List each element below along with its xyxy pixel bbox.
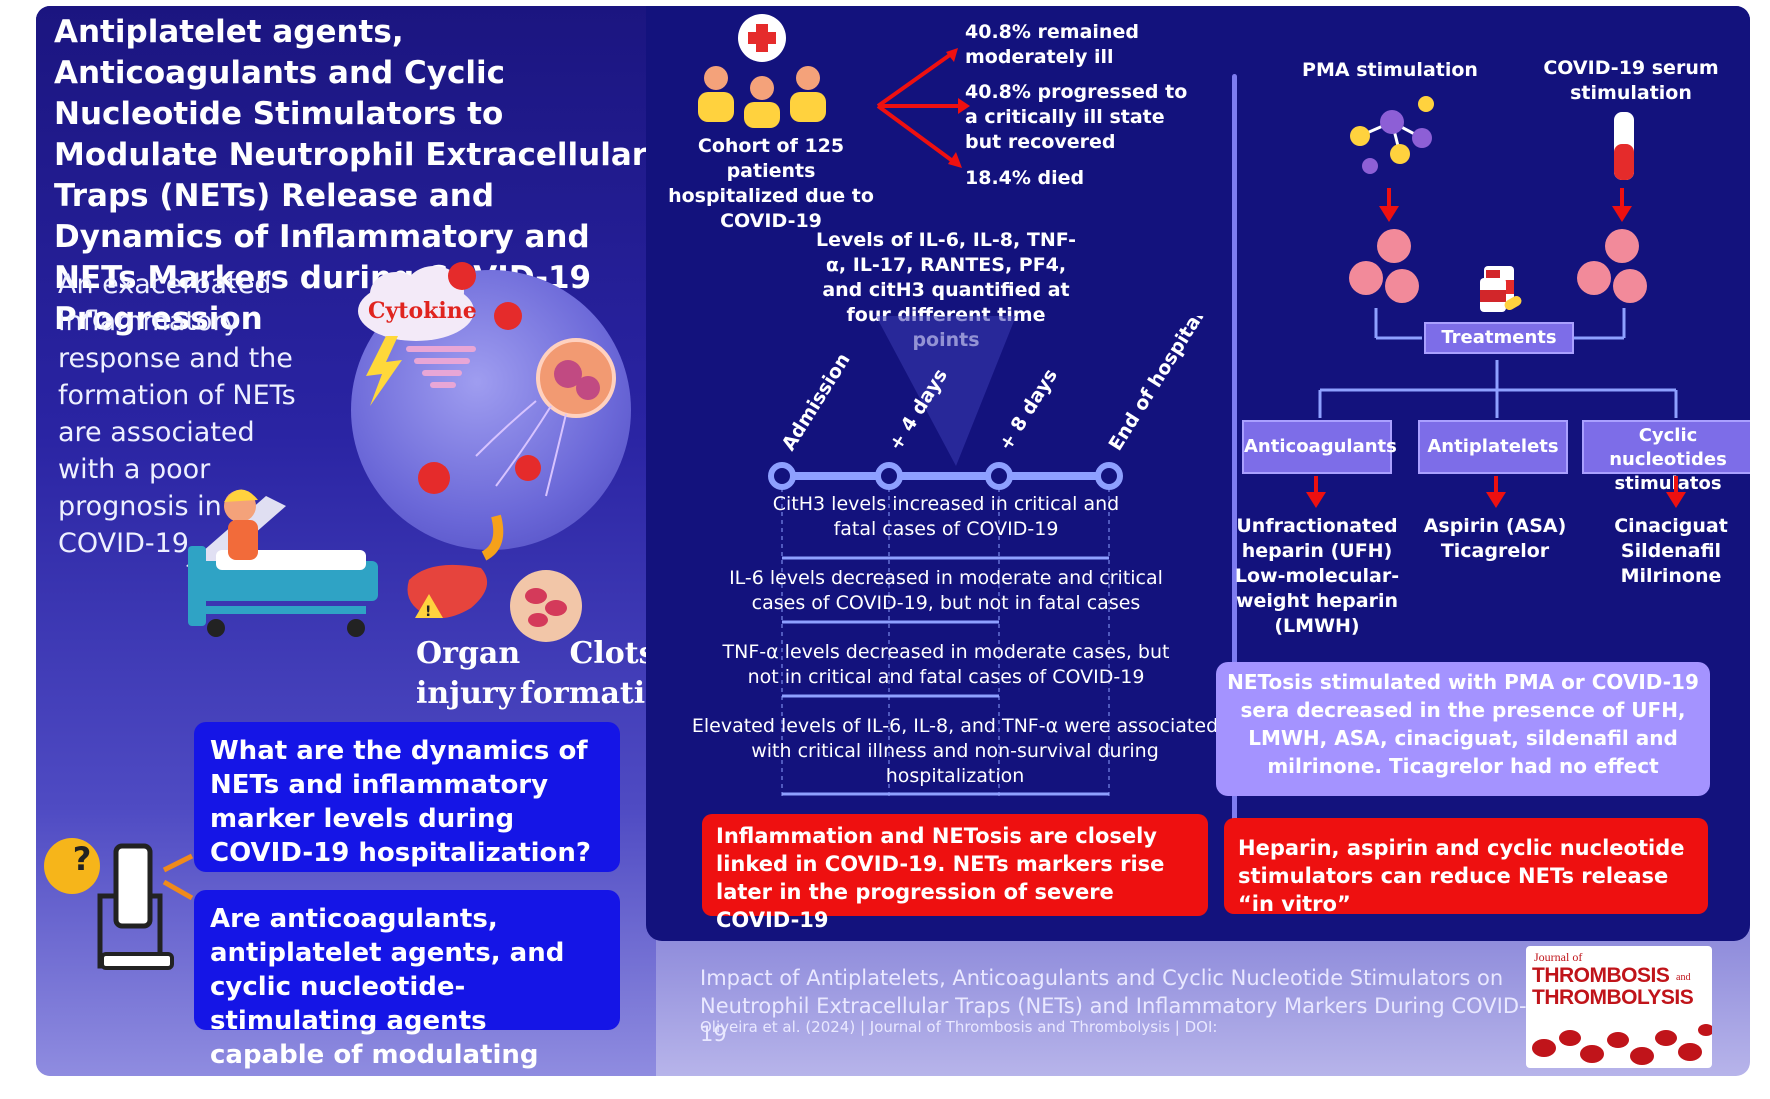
blood-cells-icon <box>1532 1024 1712 1065</box>
category-antiplatelets: Antiplatelets <box>1418 420 1568 474</box>
category-cyclic-nucleotides: Cyclic nucleotides stimulatos <box>1582 420 1750 494</box>
timepoint-4-days <box>875 462 903 490</box>
panel-divider <box>1232 74 1237 890</box>
list-item: Sildenafil <box>1620 540 1722 562</box>
list-item: Ticagrelor <box>1440 540 1550 562</box>
timepoint-label-admission: Admission <box>778 349 855 454</box>
organ-injury-label: Organ injury <box>416 634 520 714</box>
list-item: Unfractionated heparin (UFH) <box>1236 515 1398 562</box>
cyclic-nucleotide-list: Cinaciguat Sildenafil Milrinone <box>1596 514 1746 589</box>
cloud-icon <box>358 266 474 341</box>
curved-arrow-icon <box>481 514 504 561</box>
timepoint-end <box>1095 462 1123 490</box>
serum-stimulation-label: COVID-19 serum stimulation <box>1543 57 1719 104</box>
svg-text:!: ! <box>425 604 431 620</box>
question-mark: ? <box>72 840 92 878</box>
list-item: Aspirin (ASA) <box>1423 515 1567 537</box>
journal-line-4: THROMBOLYSIS <box>1532 986 1694 1009</box>
left-panel: Antiplatelet agents, Anticoagulants and … <box>36 6 687 1076</box>
footer-title: Impact of Antiplatelets, Anticoagulants … <box>700 966 1527 1046</box>
virus-icons <box>418 262 541 494</box>
question-box-dynamics: What are the dynamics of NETs and inflam… <box>194 722 620 872</box>
conclusion-right-box: Heparin, aspirin and cyclic nucleotide s… <box>1224 818 1708 916</box>
intro-text: An exacerbated inflammatory response and… <box>58 269 296 559</box>
microscope-icon <box>44 838 194 970</box>
treatments-label: Treatments <box>1424 322 1574 354</box>
finding-il6: IL-6 levels decreased in moderate and cr… <box>729 567 1163 614</box>
category-anticoagulants: Anticoagulants <box>1242 420 1397 474</box>
liver-icon: ! <box>407 564 488 620</box>
journal-logo: Journal of THROMBOSIS and THROMBOLYSIS <box>1526 946 1712 1068</box>
list-item: Milrinone <box>1620 565 1722 587</box>
medicine-bottle-icon <box>1480 270 1522 312</box>
list-item: Low-molecular-weight heparin (LMWH) <box>1234 565 1400 637</box>
serum-tube-icon <box>1614 112 1634 180</box>
timepoint-8-days <box>985 462 1013 490</box>
finding-elevated: Elevated levels of IL-6, IL-8, and TNF-α… <box>691 715 1219 787</box>
infographic-poster: Antiplatelet agents, Anticoagulants and … <box>36 6 1750 1076</box>
conclusion-left-box: Inflammation and NETosis are closely lin… <box>702 814 1208 932</box>
category-arrows <box>1306 476 1686 508</box>
question-box-modulation: Are anticoagulants, antiplatelet agents,… <box>194 890 620 1076</box>
antiplatelet-list: Aspirin (ASA) Ticagrelor <box>1420 514 1570 564</box>
patient-bed-icon <box>186 489 378 637</box>
clots-label: Clots <box>569 636 656 671</box>
neutrophil-icon <box>475 338 616 497</box>
footer-citation: Oliveira et al. (2024) | Journal of Thro… <box>700 1018 1218 1036</box>
page-title: Antiplatelet agents, Anticoagulants and … <box>54 14 648 337</box>
injury-label: injury <box>416 676 516 711</box>
cytokine-label: Cytokine <box>368 298 477 324</box>
list-item: Cinaciguat <box>1614 515 1728 537</box>
organ-label: Organ <box>416 636 521 671</box>
cytokine-illustration: Cytokine <box>358 262 616 561</box>
patient-cohort-icon <box>698 14 826 128</box>
journal-line-1: Journal of <box>1534 950 1583 964</box>
outcome-arrows <box>876 48 970 168</box>
pma-molecule-icon <box>1350 96 1434 174</box>
cohort-label: Cohort of 125 patients hospitalized due … <box>668 135 874 232</box>
anticoagulant-list: Unfractionated heparin (UFH) Low-molecul… <box>1232 514 1402 639</box>
lightning-icon <box>366 336 402 406</box>
tornado-icon <box>406 346 476 388</box>
timepoint-label-8-days: + 8 days <box>995 365 1062 455</box>
journal-line-3: and <box>1676 972 1691 983</box>
pma-stimulation-label: PMA stimulation <box>1302 59 1478 81</box>
finding-cith3: CitH3 levels increased in critical and f… <box>772 493 1120 540</box>
outcome-moderate: 40.8% remained moderately ill <box>965 21 1139 68</box>
outcome-critical: 40.8% progressed to a critically ill sta… <box>965 81 1188 153</box>
outcome-died: 18.4% died <box>965 167 1085 189</box>
blood-clot-icon <box>510 570 582 642</box>
timeline: Admission + 4 days + 8 days End of hospi… <box>768 316 1236 796</box>
timepoint-admission <box>768 462 796 490</box>
timepoint-label-end: End of hospitalization <box>1105 316 1236 455</box>
finding-tnf: TNF-α levels decreased in moderate cases… <box>722 641 1170 688</box>
journal-line-2: THROMBOSIS <box>1532 964 1670 987</box>
netosis-result-box: NETosis stimulated with PMA or COVID-19 … <box>1216 662 1710 796</box>
